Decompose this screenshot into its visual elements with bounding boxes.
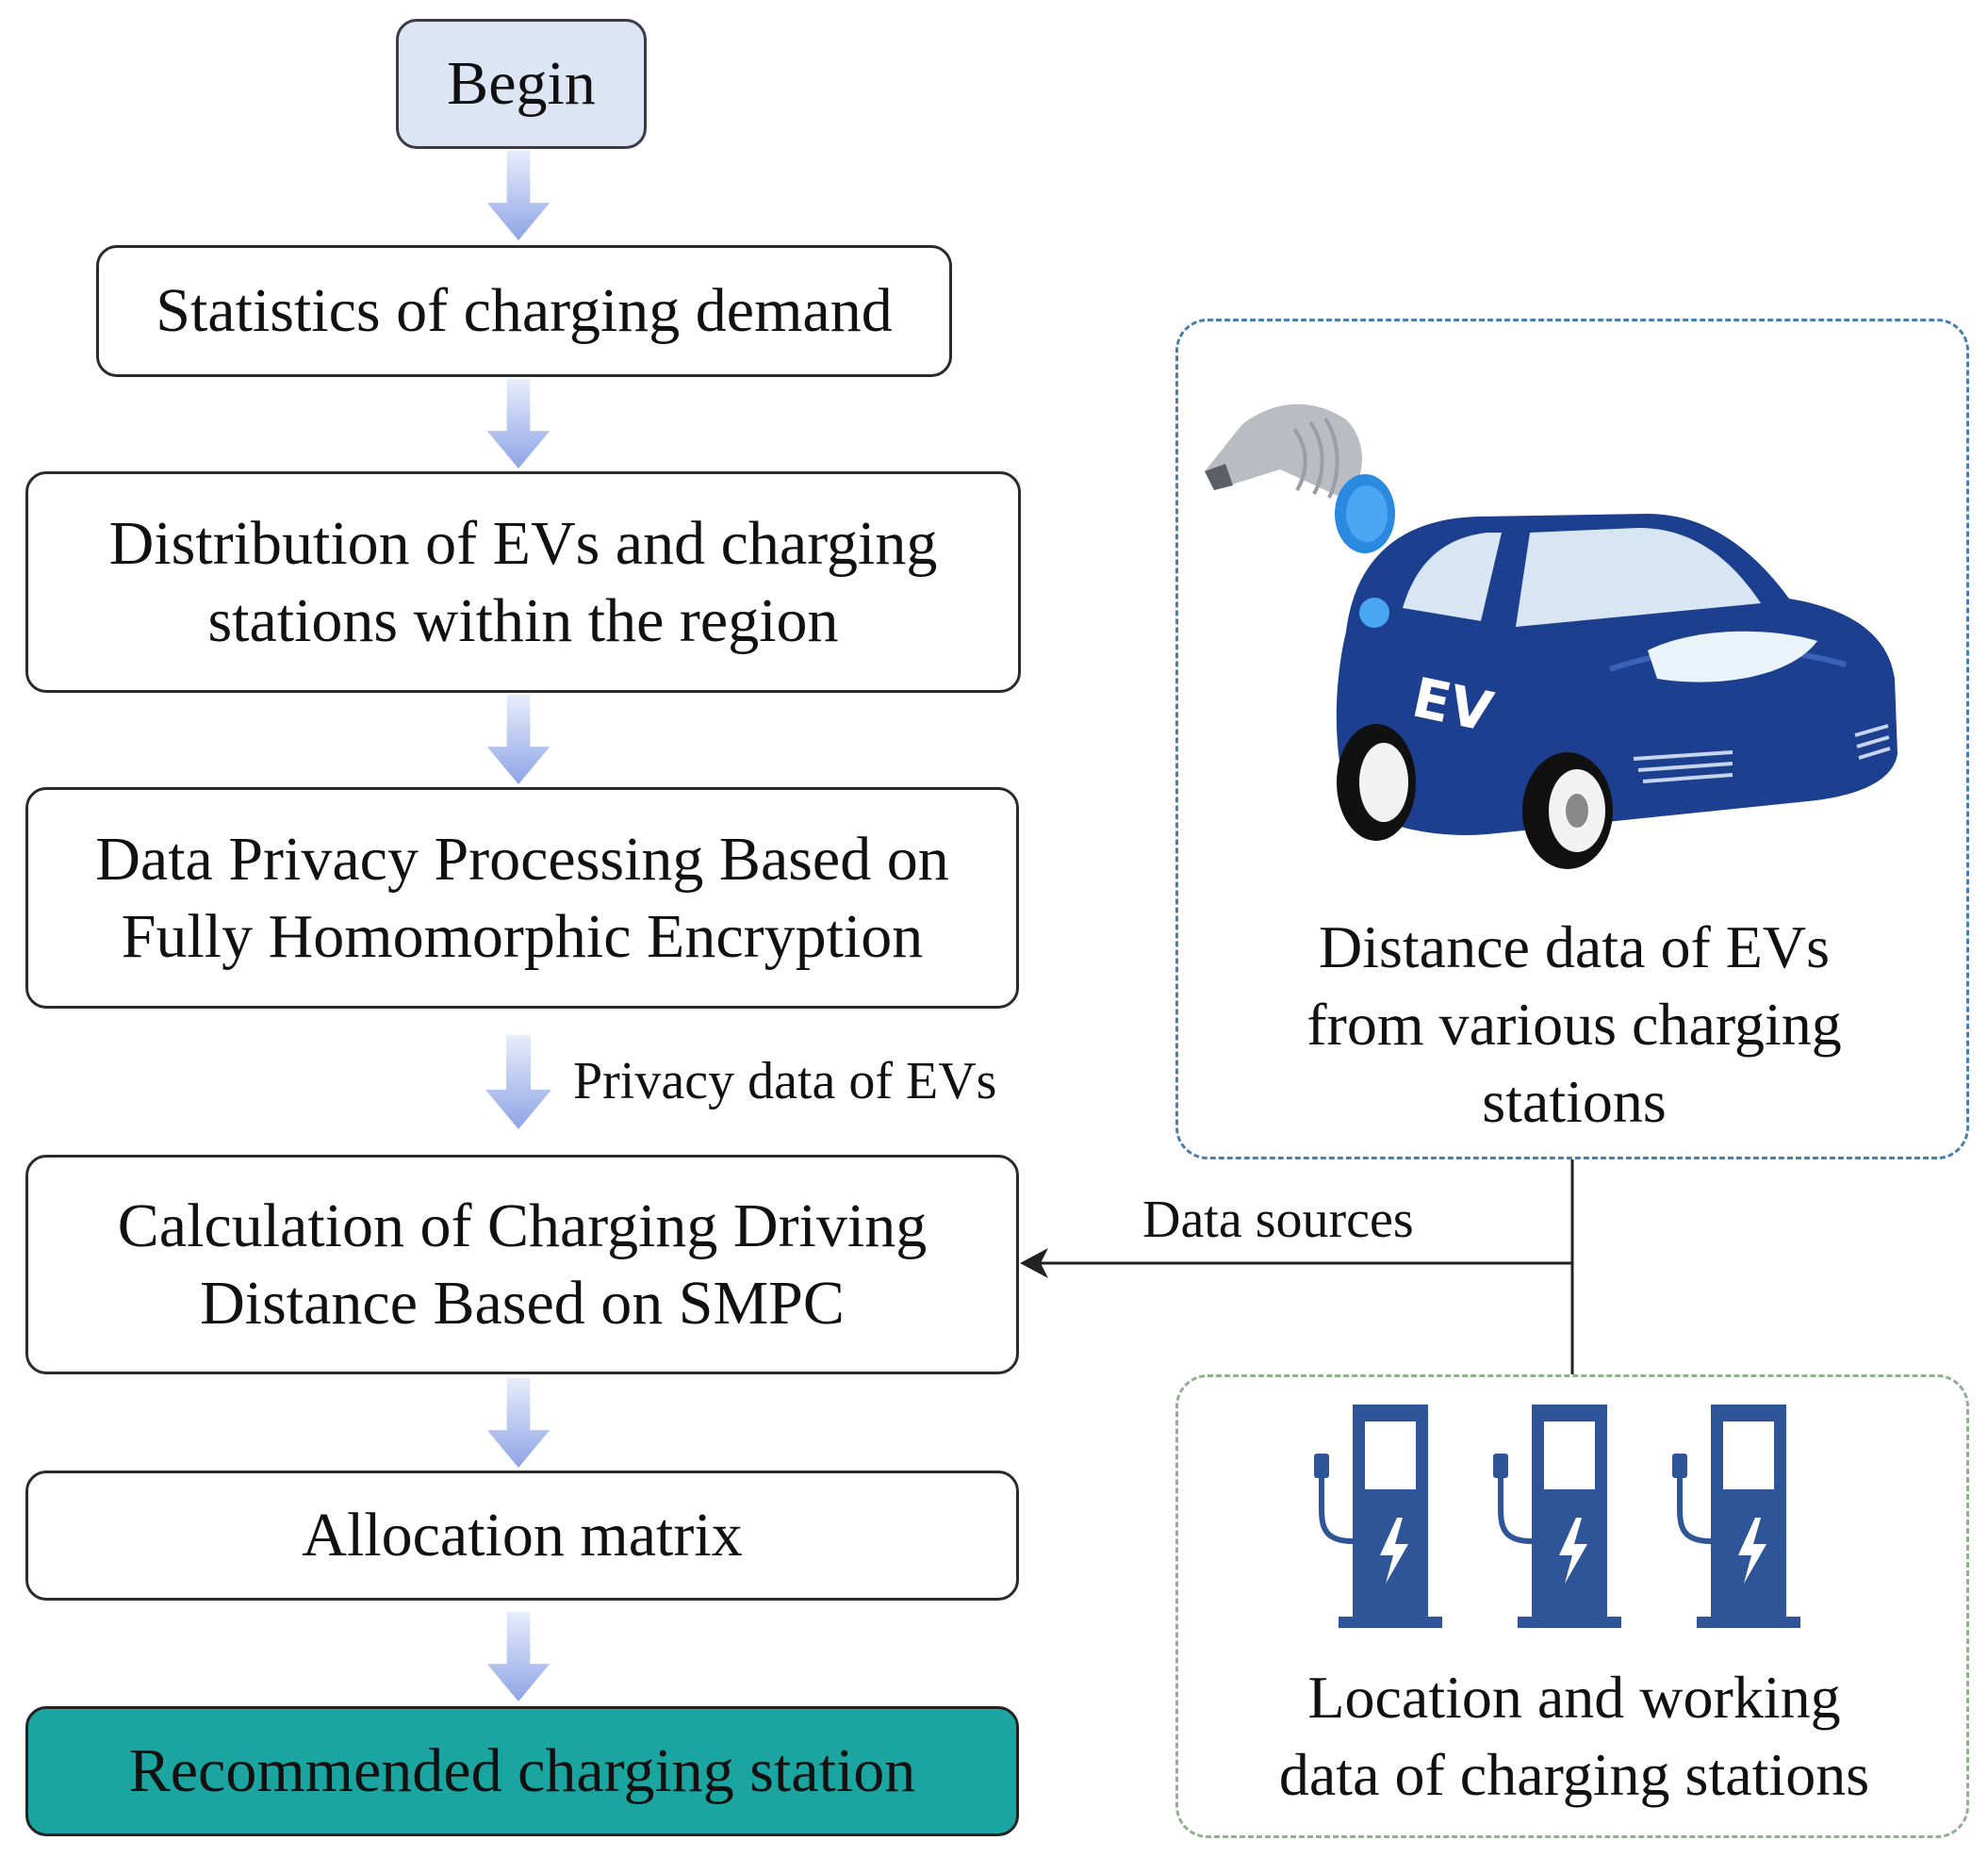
step-charging-demand: Statistics of charging demand — [96, 245, 952, 377]
ev-distance-panel — [1175, 319, 1969, 1159]
stations-panel-line1: Location and working — [1307, 1664, 1841, 1731]
step-ev-distribution: Distribution of EVs and charging station… — [25, 471, 1021, 693]
charging-stations-icons — [1301, 1395, 1829, 1645]
charger-plug-icon — [1205, 403, 1395, 553]
step-allocation-matrix-label: Allocation matrix — [302, 1501, 743, 1569]
step-recommended-station: Recommended charging station — [25, 1706, 1019, 1836]
step-smpc-calculation-line2: Distance Based on SMPC — [200, 1268, 845, 1338]
step-recommended-station-label: Recommended charging station — [128, 1736, 916, 1805]
charging-station-icon — [1314, 1405, 1442, 1628]
data-sources-label: Data sources — [1142, 1191, 1414, 1249]
step-smpc-calculation-line1: Calculation of Charging Driving — [117, 1191, 928, 1260]
step-privacy-processing: Data Privacy Processing Based on Fully H… — [25, 787, 1019, 1009]
step-ev-distribution-line1: Distribution of EVs and charging — [108, 508, 938, 578]
ev-car-icon: EV — [1205, 403, 1898, 869]
stations-panel-text: Location and working data of charging st… — [1188, 1659, 1961, 1814]
ev-panel-line3: stations — [1482, 1068, 1667, 1135]
begin-label: Begin — [447, 49, 596, 118]
charging-station-icon — [1672, 1405, 1800, 1628]
step-allocation-matrix: Allocation matrix — [25, 1471, 1019, 1601]
stations-panel-line2: data of charging stations — [1278, 1741, 1870, 1808]
step-charging-demand-label: Statistics of charging demand — [156, 276, 893, 345]
step-privacy-processing-line1: Data Privacy Processing Based on — [95, 824, 949, 894]
ev-panel-text: Distance data of EVs from various chargi… — [1188, 909, 1961, 1141]
begin-node: Begin — [396, 19, 647, 149]
step-ev-distribution-line2: stations within the region — [207, 585, 839, 655]
privacy-data-label: Privacy data of EVs — [573, 1052, 997, 1110]
charging-stations-panel — [1175, 1374, 1969, 1838]
step-smpc-calculation: Calculation of Charging Driving Distance… — [25, 1155, 1019, 1374]
charging-station-icon — [1493, 1405, 1621, 1628]
ev-panel-line1: Distance data of EVs — [1318, 913, 1831, 980]
step-privacy-processing-line2: Fully Homomorphic Encryption — [121, 901, 924, 971]
ev-panel-line2: from various charging — [1306, 991, 1842, 1058]
